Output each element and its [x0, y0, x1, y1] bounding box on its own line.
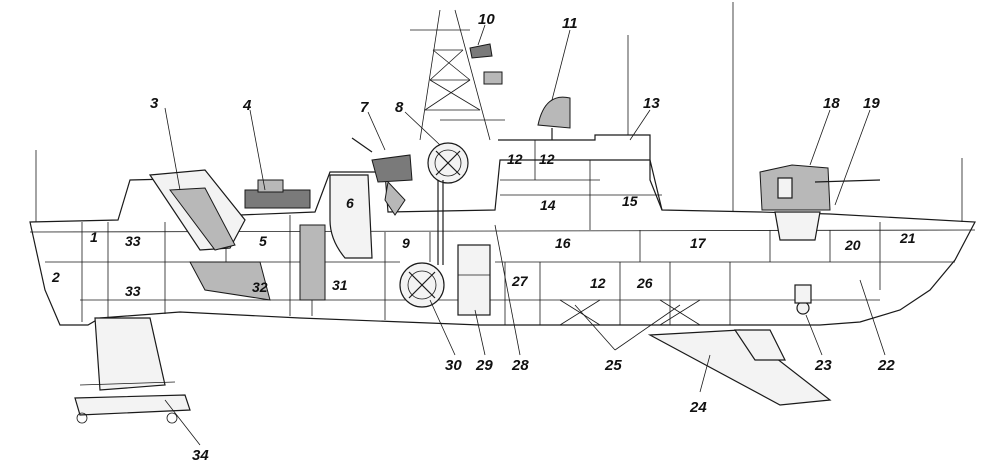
cable-reel-lower	[399, 262, 445, 308]
leader-lines	[164, 24, 886, 446]
cable-reel-upper	[427, 142, 469, 184]
compartment-31: 31	[332, 277, 348, 293]
compartment-6: 6	[346, 195, 354, 211]
bridge-superstructure	[498, 134, 663, 211]
callout-34: 34	[192, 447, 209, 464]
callout-3: 3	[150, 95, 159, 112]
compartment-12-b: 12	[539, 151, 555, 167]
mast-radar-box	[483, 71, 503, 85]
callout-4: 4	[242, 97, 252, 114]
compartment-12-a: 12	[507, 151, 523, 167]
main-gun-turret	[351, 137, 413, 216]
aft-chute	[189, 261, 271, 301]
keel-structure	[559, 299, 701, 326]
callout-7: 7	[360, 99, 369, 116]
aft-launcher-ramp	[169, 187, 236, 251]
compartment-32: 32	[252, 279, 268, 295]
compartment-33-lower: 33	[125, 283, 141, 299]
callout-8: 8	[395, 99, 404, 116]
callout-25: 25	[604, 357, 622, 374]
compartment-20: 20	[844, 237, 861, 253]
radar-dome	[537, 96, 571, 129]
callout-19: 19	[863, 95, 880, 112]
callout-13: 13	[643, 95, 660, 112]
callout-24: 24	[689, 399, 707, 416]
compartment-14: 14	[540, 197, 556, 213]
lattice-mast	[410, 9, 505, 141]
callout-18: 18	[823, 95, 840, 112]
exhaust-duct-inner	[299, 224, 326, 301]
aft-hydrofoil	[74, 317, 191, 424]
compartment-9: 9	[402, 235, 410, 251]
callout-23: 23	[814, 357, 832, 374]
compartment-17: 17	[690, 235, 707, 251]
sonar-dome	[796, 301, 810, 315]
hull-outline	[29, 159, 976, 326]
exhaust-duct	[329, 174, 373, 259]
compartment-2: 2	[51, 269, 60, 285]
sonar-housing	[794, 284, 812, 304]
compartment-27: 27	[511, 273, 529, 289]
forward-gun-turret	[759, 164, 881, 241]
callout-10: 10	[478, 11, 495, 28]
aft-gun-mount	[244, 179, 311, 209]
callout-22: 22	[877, 357, 895, 374]
main-deck-line	[29, 229, 976, 233]
bulkheads	[81, 140, 881, 325]
callout-28: 28	[511, 357, 529, 374]
forward-foil-strut	[733, 329, 786, 361]
compartment-15: 15	[622, 193, 638, 209]
compartment-5: 5	[259, 233, 267, 249]
callout-11: 11	[562, 15, 578, 32]
mast-antenna-top	[469, 43, 493, 59]
forward-hydrofoil	[647, 329, 832, 406]
tank-29	[457, 244, 491, 316]
compartment-26: 26	[636, 275, 653, 291]
compartment-21: 21	[899, 230, 916, 246]
callout-30: 30	[445, 357, 462, 374]
callout-29: 29	[475, 357, 493, 374]
compartment-1: 1	[90, 229, 98, 245]
compartment-16: 16	[555, 235, 571, 251]
compartment-12-c: 12	[590, 275, 606, 291]
compartment-33-upper: 33	[125, 233, 141, 249]
